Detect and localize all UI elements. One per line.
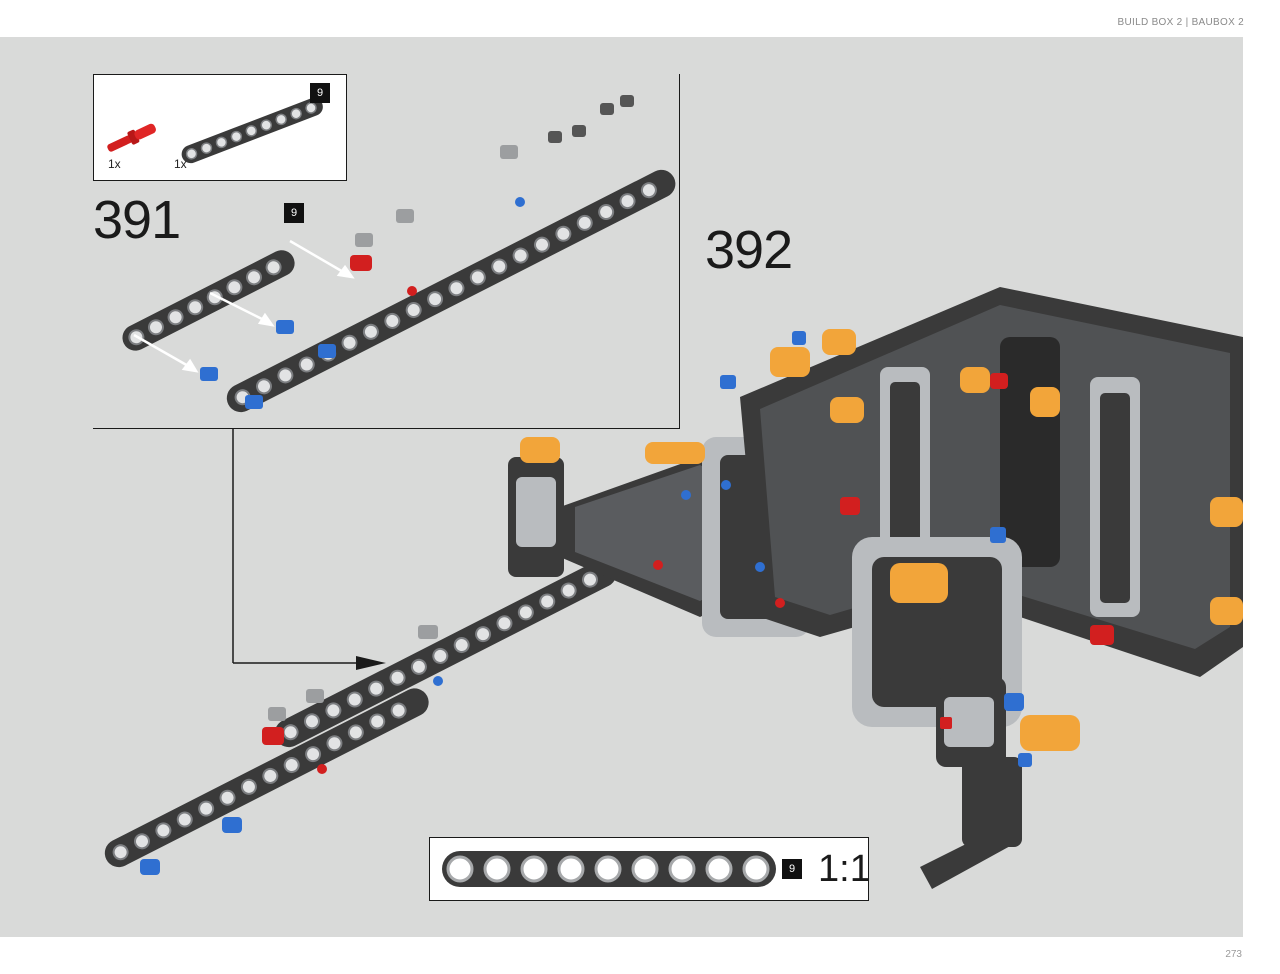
substep-connector bbox=[232, 428, 386, 670]
substep-panel bbox=[93, 74, 680, 429]
scale-length-badge: 9 bbox=[782, 859, 802, 879]
scale-ratio: 1:1 bbox=[818, 848, 871, 890]
step-number: 392 bbox=[705, 220, 793, 280]
main-beam-lower bbox=[104, 688, 429, 868]
page-number: 273 bbox=[1225, 949, 1242, 960]
main-assembly bbox=[508, 287, 1243, 889]
assembly-illustration bbox=[104, 95, 1243, 889]
red-axle-pin-part bbox=[107, 123, 156, 152]
scale-beam-9 bbox=[442, 851, 776, 887]
main-beam-upper bbox=[274, 559, 617, 748]
parts-illustration bbox=[107, 97, 323, 164]
part-quantity: 1x bbox=[174, 157, 187, 171]
part-quantity: 1x bbox=[108, 157, 121, 171]
beam-length-badge: 9 bbox=[284, 203, 304, 223]
main-beam-pins bbox=[140, 625, 443, 875]
instruction-stage: 1x 1x 9 391 9 392 9 1:1 bbox=[0, 37, 1243, 937]
substep-arrows bbox=[133, 239, 355, 373]
scale-reference-box: 9 1:1 bbox=[429, 837, 871, 901]
substep-pins bbox=[200, 95, 634, 409]
header-label: BUILD BOX 2 | BAUBOX 2 bbox=[1117, 17, 1244, 28]
parts-list-box: 1x 1x 9 bbox=[93, 74, 347, 181]
beam-9-part bbox=[181, 97, 323, 164]
step-number: 391 bbox=[93, 190, 181, 250]
parts-length-badge: 9 bbox=[310, 83, 330, 103]
